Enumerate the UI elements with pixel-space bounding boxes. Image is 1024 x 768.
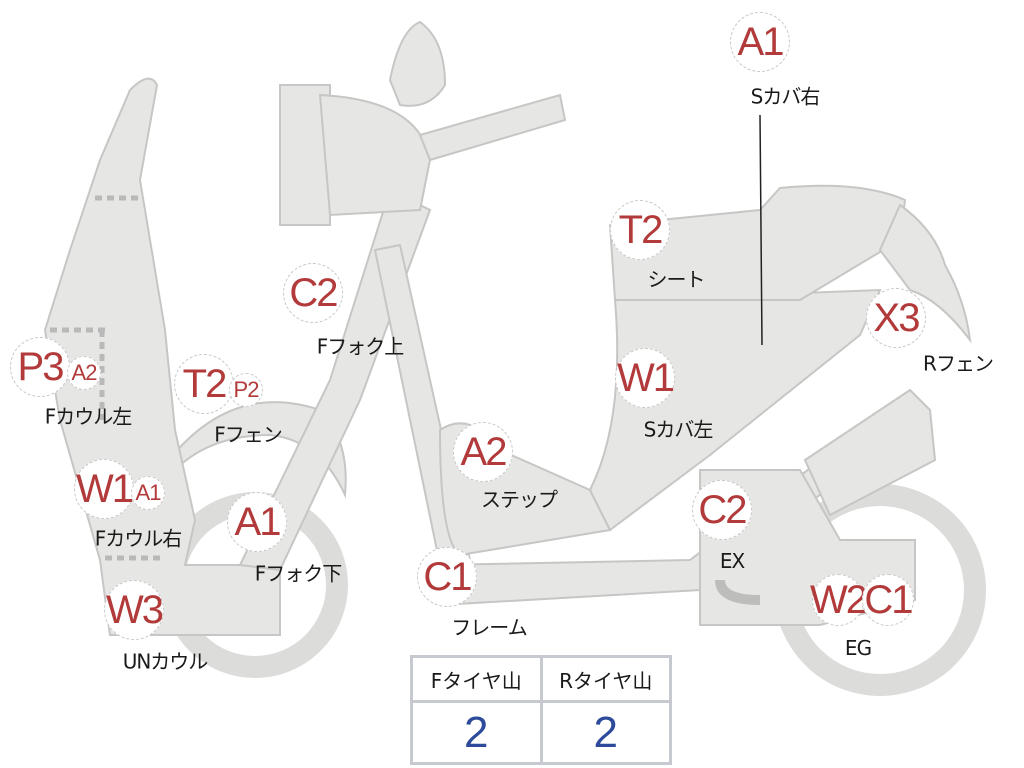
side-cover bbox=[588, 288, 882, 532]
part-label-rear-fender: Rフェン bbox=[923, 351, 994, 376]
condition-marker: X3 bbox=[866, 288, 926, 348]
part-label-step: ステップ bbox=[481, 487, 558, 512]
cowl-seam-lines bbox=[50, 195, 165, 561]
condition-marker: W3 bbox=[104, 580, 164, 640]
handlebar bbox=[418, 93, 567, 162]
part-label-side-cover-left: Sカバ左 bbox=[643, 417, 714, 442]
part-label-exhaust: EX bbox=[719, 549, 745, 573]
condition-marker-small: P2 bbox=[229, 373, 263, 407]
part-label-front-fender: Fフェン bbox=[214, 422, 283, 447]
front-tire-header: Fタイヤ山 bbox=[410, 655, 543, 703]
front-tire-value: 2 bbox=[410, 700, 543, 765]
condition-marker: W1 bbox=[74, 459, 134, 519]
condition-marker: W1 bbox=[615, 348, 675, 408]
part-label-front-cowl-right: Fカウル右 bbox=[94, 526, 183, 551]
mirror bbox=[388, 20, 447, 107]
condition-marker: C2 bbox=[692, 480, 752, 540]
condition-marker: A1 bbox=[730, 12, 790, 72]
rear-tire-header: Rタイヤ山 bbox=[539, 655, 672, 703]
condition-marker: C1 bbox=[417, 547, 477, 607]
tire-tread-table: Fタイヤ山 Rタイヤ山 2 2 bbox=[410, 655, 672, 765]
condition-marker: A1 bbox=[227, 492, 287, 552]
condition-marker-small: A1 bbox=[131, 476, 165, 510]
part-label-frame: フレーム bbox=[451, 615, 527, 640]
condition-marker: A2 bbox=[453, 422, 513, 482]
part-label-under-cowl: UNカウル bbox=[122, 649, 209, 674]
muffler bbox=[803, 388, 937, 517]
condition-marker: T2 bbox=[610, 200, 670, 260]
part-label-side-cover-right: Sカバ右 bbox=[750, 84, 821, 109]
part-label-engine: EG bbox=[844, 636, 872, 660]
part-label-seat: シート bbox=[647, 267, 706, 292]
headlight bbox=[279, 84, 331, 226]
rear-fender bbox=[878, 203, 972, 344]
part-label-fork-lower: Fフォク下 bbox=[254, 561, 343, 586]
condition-marker: T2 bbox=[174, 354, 234, 414]
condition-marker-small: A2 bbox=[67, 356, 101, 390]
part-label-front-cowl-left: Fカウル左 bbox=[44, 404, 133, 429]
leader-line bbox=[759, 114, 763, 346]
condition-marker: P3 bbox=[10, 337, 70, 397]
rear-tire-value: 2 bbox=[539, 700, 672, 765]
part-label-fork-upper: Fフォク上 bbox=[316, 334, 405, 359]
condition-marker: W2 bbox=[810, 574, 868, 626]
handle-body bbox=[318, 93, 432, 217]
condition-marker: C2 bbox=[283, 263, 343, 323]
exhaust-pipe bbox=[715, 579, 761, 605]
condition-marker: C1 bbox=[862, 574, 914, 626]
